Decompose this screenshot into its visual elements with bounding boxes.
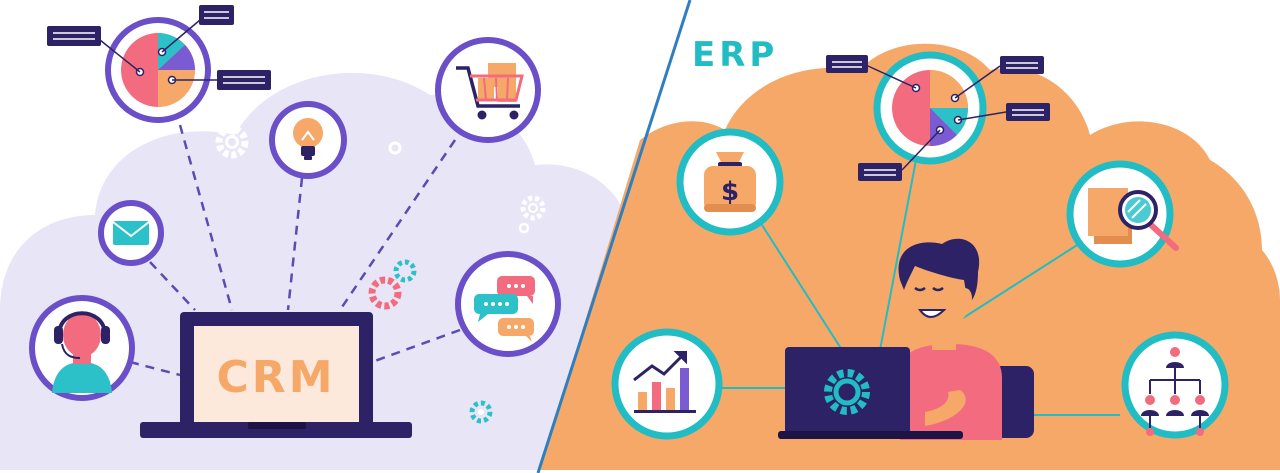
connector-agent <box>129 360 181 377</box>
light-bulb-icon <box>293 118 323 160</box>
email-node <box>98 200 164 266</box>
gear-icon <box>824 369 870 415</box>
crm-panel: CRM <box>0 5 625 470</box>
erp-user <box>778 238 1034 440</box>
person-hair <box>898 238 980 304</box>
chat-bubbles-icon <box>474 276 535 342</box>
gear-icon <box>393 259 417 283</box>
chat-node <box>455 251 561 357</box>
connector-pie <box>178 124 234 311</box>
erp-pie-chart-node <box>826 51 1050 181</box>
connector-mail <box>149 261 196 311</box>
pie-label-bottom <box>858 163 902 181</box>
connector-cart <box>338 139 457 311</box>
pie-purple-slice <box>930 108 957 147</box>
pie-teal-slice <box>158 33 185 70</box>
analytics-node <box>611 328 723 440</box>
gear-icon <box>215 125 249 159</box>
pie-label-left <box>47 26 101 46</box>
connector-idea <box>286 177 304 311</box>
support-agent-icon <box>52 311 112 393</box>
crm-title: CRM <box>217 352 336 403</box>
gear-icon <box>368 276 402 310</box>
idea-node <box>269 101 347 179</box>
crm-laptop: CRM <box>140 312 412 438</box>
pie-label-top-right <box>1000 56 1044 74</box>
shopping-cart-icon <box>456 63 524 120</box>
gear-icon <box>520 195 546 221</box>
connector-pie <box>879 159 917 351</box>
gear-icon <box>518 222 530 234</box>
gear-icon <box>469 400 493 424</box>
connector-money <box>761 224 843 351</box>
documents-node <box>1066 160 1179 268</box>
org-chart-icon <box>1141 347 1209 436</box>
pie-label-top-left <box>826 55 868 73</box>
crm-pie-chart-node <box>47 5 271 123</box>
organization-node <box>1121 331 1229 439</box>
document-search-icon <box>1088 188 1179 251</box>
support-agent-node <box>29 295 135 401</box>
pie-label-top <box>199 5 234 25</box>
growth-chart-icon <box>633 350 696 413</box>
erp-title: ERP <box>692 35 778 75</box>
crm-cloud-background <box>0 72 625 470</box>
gear-icon <box>388 141 402 155</box>
pie-purple-slice <box>158 45 195 70</box>
connector-docs <box>959 239 1086 321</box>
pie-label-right <box>1006 103 1050 121</box>
pie-label-right <box>217 70 271 90</box>
erp-connectors <box>720 159 1120 416</box>
money-bag-icon: $ <box>704 152 756 212</box>
pie-teal-slice <box>930 108 969 135</box>
erp-panel: ERP <box>536 0 1280 473</box>
mail-icon <box>112 221 150 245</box>
crm-connectors <box>129 124 461 377</box>
dollar-sign: $ <box>721 177 739 207</box>
finance-node: $ <box>676 128 784 236</box>
panel-divider <box>536 0 692 473</box>
crm-laptop-screen <box>194 326 359 424</box>
shopping-node <box>435 37 541 143</box>
